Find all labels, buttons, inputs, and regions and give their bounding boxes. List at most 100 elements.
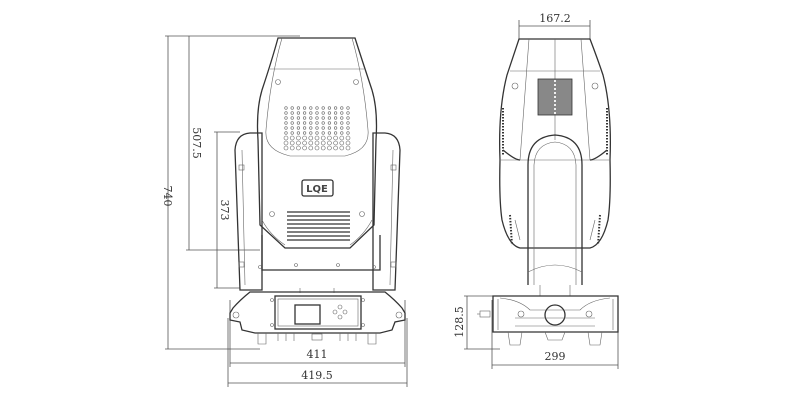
vent-dot (296, 126, 301, 130)
vent-dot (334, 116, 338, 120)
vent-dot (289, 140, 295, 146)
yoke (234, 132, 401, 293)
vent-dot (334, 111, 338, 115)
vent-dot (333, 135, 338, 141)
vent-dot (327, 121, 332, 125)
vent-dot (284, 116, 288, 120)
side-yoke-stem (514, 134, 596, 285)
vent-dot (290, 116, 294, 120)
vent-dot (340, 116, 344, 120)
dimension-label-411: 411 (307, 348, 328, 361)
vent-dot (284, 111, 288, 115)
vent-dot (290, 131, 294, 135)
vent-dot (302, 145, 307, 151)
dimension-label-167-2: 167.2 (539, 12, 571, 25)
vent-dot (309, 116, 313, 120)
vent-dot (315, 121, 319, 125)
vent-dot (345, 135, 351, 141)
moving-head: LQE (256, 37, 378, 249)
vent-dot (296, 135, 301, 141)
vent-dot (327, 135, 332, 141)
vent-dot (346, 111, 350, 115)
dimension-label-299: 299 (545, 350, 566, 363)
dimension-label-128-5: 128.5 (453, 306, 466, 338)
logo-badge: LQE (301, 179, 334, 197)
vent-dot (303, 121, 307, 125)
vent-dot (308, 145, 314, 151)
vent-dot (303, 126, 307, 130)
vent-dot (296, 121, 301, 125)
dimension-740: 740 (161, 35, 300, 350)
vent-dot (303, 116, 307, 120)
vent-dot (296, 131, 301, 135)
vent-dot (308, 140, 314, 146)
vent-dot (314, 145, 320, 151)
vent-dot (309, 106, 313, 110)
dimension-label-740: 740 (161, 186, 174, 207)
vent-dot (309, 111, 313, 115)
vent-dot (302, 140, 307, 146)
dimension-411: 411 (229, 300, 406, 367)
vent-dot (290, 126, 294, 130)
vent-dot (346, 121, 350, 125)
dimension-label-373: 373 (218, 200, 231, 221)
vent-dot (327, 140, 332, 146)
vent-dot (345, 145, 351, 151)
front-view: 740 507.5 373 411 419.5 (161, 35, 408, 387)
vent-dot (283, 140, 289, 146)
vent-dot (339, 145, 345, 151)
vent-dot (321, 111, 325, 115)
vent-dot (284, 106, 288, 110)
vent-dot (296, 145, 301, 151)
vent-dot (320, 135, 326, 141)
dimension-label-419-5: 419.5 (301, 369, 333, 382)
vent-dot (321, 106, 325, 110)
vent-dot (309, 121, 313, 125)
vent-dot (327, 126, 332, 130)
vent-dot (290, 106, 294, 110)
control-buttons (332, 304, 348, 320)
vent-dot (314, 140, 320, 146)
dimension-label-507-5: 507.5 (190, 127, 203, 159)
vent-dot (346, 126, 350, 130)
lower-vent (287, 211, 350, 241)
vent-dot (284, 126, 288, 130)
dimension-373: 373 (214, 131, 240, 289)
vent-dot (334, 121, 338, 125)
vent-dot (321, 126, 325, 130)
vent-dot (315, 111, 319, 115)
vent-dot (340, 106, 344, 110)
vent-dot (309, 126, 313, 130)
vent-dot (334, 106, 338, 110)
vent-dot (340, 131, 344, 135)
vent-dot (314, 135, 320, 141)
side-base (477, 285, 619, 346)
vent-dot (320, 140, 326, 146)
vent-dot (296, 111, 301, 115)
vent-dot (333, 140, 338, 146)
vent-dot (340, 111, 344, 115)
base (229, 291, 406, 345)
vent-dot (340, 121, 344, 125)
vent-dot (315, 106, 319, 110)
dimension-299: 299 (491, 300, 619, 369)
vent-dot (290, 111, 294, 115)
vent-dot (283, 135, 289, 141)
vent-dot (290, 121, 294, 125)
vent-dot (284, 131, 288, 135)
vent-dot (296, 140, 301, 146)
vent-dot (333, 145, 338, 151)
vent-dot (321, 121, 325, 125)
vent-dot (303, 111, 307, 115)
vent-dot (289, 145, 295, 151)
vent-dot (289, 135, 295, 141)
logo-text: LQE (306, 184, 328, 195)
vent-grille-dots (283, 106, 351, 151)
vent-dot (327, 116, 332, 120)
vent-dot (327, 131, 332, 135)
vent-dot (321, 131, 325, 135)
vent-dot (346, 106, 350, 110)
vent-dot (340, 126, 344, 130)
